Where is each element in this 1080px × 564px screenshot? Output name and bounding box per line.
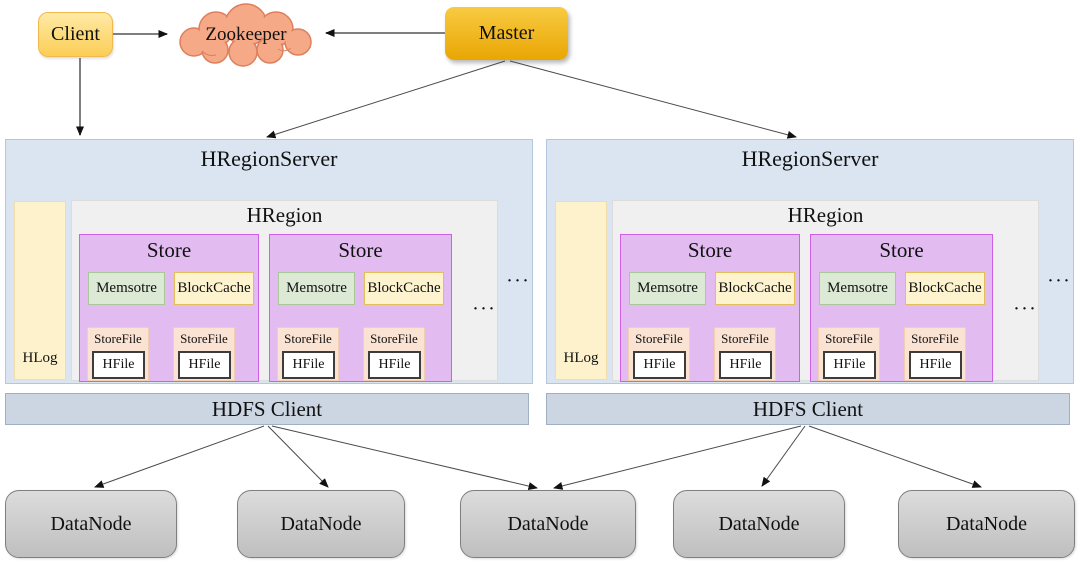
memstore-box: Memsotre	[88, 272, 165, 305]
datanode-box-3: DataNode	[460, 490, 636, 558]
blockcache-box: BlockCache	[174, 272, 254, 305]
hlog-box: HLog	[555, 201, 607, 380]
storefile-label: StoreFile	[180, 331, 228, 346]
hlog-label: HLog	[563, 350, 599, 366]
hregion-title: HRegion	[246, 203, 323, 227]
datanode-box-2: DataNode	[237, 490, 405, 558]
hregion-title: HRegion	[787, 203, 864, 227]
zookeeper-cloud-icon	[179, 3, 312, 67]
arrow-hdfs2-to-datanode-3	[553, 425, 802, 490]
hfile-box: HFile	[178, 351, 231, 379]
storefile-box: StoreFile HFile	[628, 327, 690, 381]
arrow-master-to-regionserver-2	[509, 60, 797, 139]
region-server-1: HRegionServer HLog HRegion Store Memsotr…	[5, 139, 533, 384]
storefile-box: StoreFile HFile	[173, 327, 235, 381]
more-regions-ellipsis: ···	[506, 273, 531, 289]
blockcache-box: BlockCache	[715, 272, 795, 305]
storefile-box: StoreFile HFile	[714, 327, 776, 381]
hfile-box: HFile	[909, 351, 962, 379]
hregion-box: HRegion Store Memsotre BlockCache StoreF…	[71, 200, 498, 382]
store-box: Store Memsotre BlockCache StoreFile HFil…	[810, 234, 993, 382]
hdfs-client-bar-1: HDFS Client	[5, 393, 529, 425]
arrow-hdfs1-to-datanode-3	[271, 425, 538, 490]
arrow-hdfs1-to-datanode-1	[94, 425, 265, 488]
storefile-label: StoreFile	[284, 331, 332, 346]
storefile-label: StoreFile	[825, 331, 873, 346]
storefile-box: StoreFile HFile	[277, 327, 339, 381]
storefile-label: StoreFile	[911, 331, 959, 346]
memstore-box: Memsotre	[629, 272, 706, 305]
memstore-box: Memsotre	[819, 272, 896, 305]
more-stores-ellipsis: ···	[472, 301, 497, 317]
store-title: Store	[146, 238, 192, 262]
storefile-box: StoreFile HFile	[818, 327, 880, 381]
hfile-box: HFile	[633, 351, 686, 379]
hfile-box: HFile	[719, 351, 772, 379]
master-label: Master	[478, 22, 535, 44]
storefile-box: StoreFile HFile	[363, 327, 425, 381]
datanode-box-5: DataNode	[898, 490, 1075, 558]
hlog-box: HLog	[14, 201, 66, 380]
store-title: Store	[687, 238, 733, 262]
hfile-box: HFile	[92, 351, 145, 379]
hdfs-client-bar-2: HDFS Client	[546, 393, 1070, 425]
arrow-master-to-regionserver-1	[266, 60, 506, 139]
master-node: Master	[445, 7, 568, 60]
client-label: Client	[51, 23, 100, 45]
storefile-label: StoreFile	[721, 331, 769, 346]
zookeeper-node: Zookeeper	[166, 1, 326, 71]
hregion-box: HRegion Store Memsotre BlockCache StoreF…	[612, 200, 1039, 382]
more-stores-ellipsis: ···	[1013, 301, 1038, 317]
blockcache-box: BlockCache	[905, 272, 985, 305]
hfile-box: HFile	[823, 351, 876, 379]
storefile-box: StoreFile HFile	[87, 327, 149, 381]
datanode-box-4: DataNode	[673, 490, 845, 558]
store-title: Store	[338, 238, 383, 262]
store-box: Store Memsotre BlockCache StoreFile HFil…	[79, 234, 259, 382]
region-server-2: HRegionServer HLog HRegion Store Memsotr…	[546, 139, 1074, 384]
arrow-hdfs2-to-datanode-5	[808, 425, 982, 488]
storefile-label: StoreFile	[94, 331, 142, 346]
arrow-hdfs2-to-datanode-4	[761, 425, 806, 487]
storefile-label: StoreFile	[370, 331, 418, 346]
store-box: Store Memsotre BlockCache StoreFile HFil…	[269, 234, 452, 382]
memstore-box: Memsotre	[278, 272, 355, 305]
storefile-label: StoreFile	[635, 331, 683, 346]
storefile-box: StoreFile HFile	[904, 327, 966, 381]
hfile-box: HFile	[282, 351, 335, 379]
hfile-box: HFile	[368, 351, 421, 379]
client-node: Client	[38, 12, 113, 57]
datanode-box-1: DataNode	[5, 490, 177, 558]
region-server-title: HRegionServer	[741, 146, 879, 171]
zookeeper-label: Zookeeper	[205, 24, 287, 45]
store-box: Store Memsotre BlockCache StoreFile HFil…	[620, 234, 800, 382]
more-regions-ellipsis: ···	[1047, 273, 1072, 289]
blockcache-box: BlockCache	[364, 272, 444, 305]
hlog-label: HLog	[22, 350, 58, 366]
region-server-title: HRegionServer	[200, 146, 338, 171]
arrow-hdfs1-to-datanode-2	[267, 425, 329, 488]
store-title: Store	[879, 238, 924, 262]
